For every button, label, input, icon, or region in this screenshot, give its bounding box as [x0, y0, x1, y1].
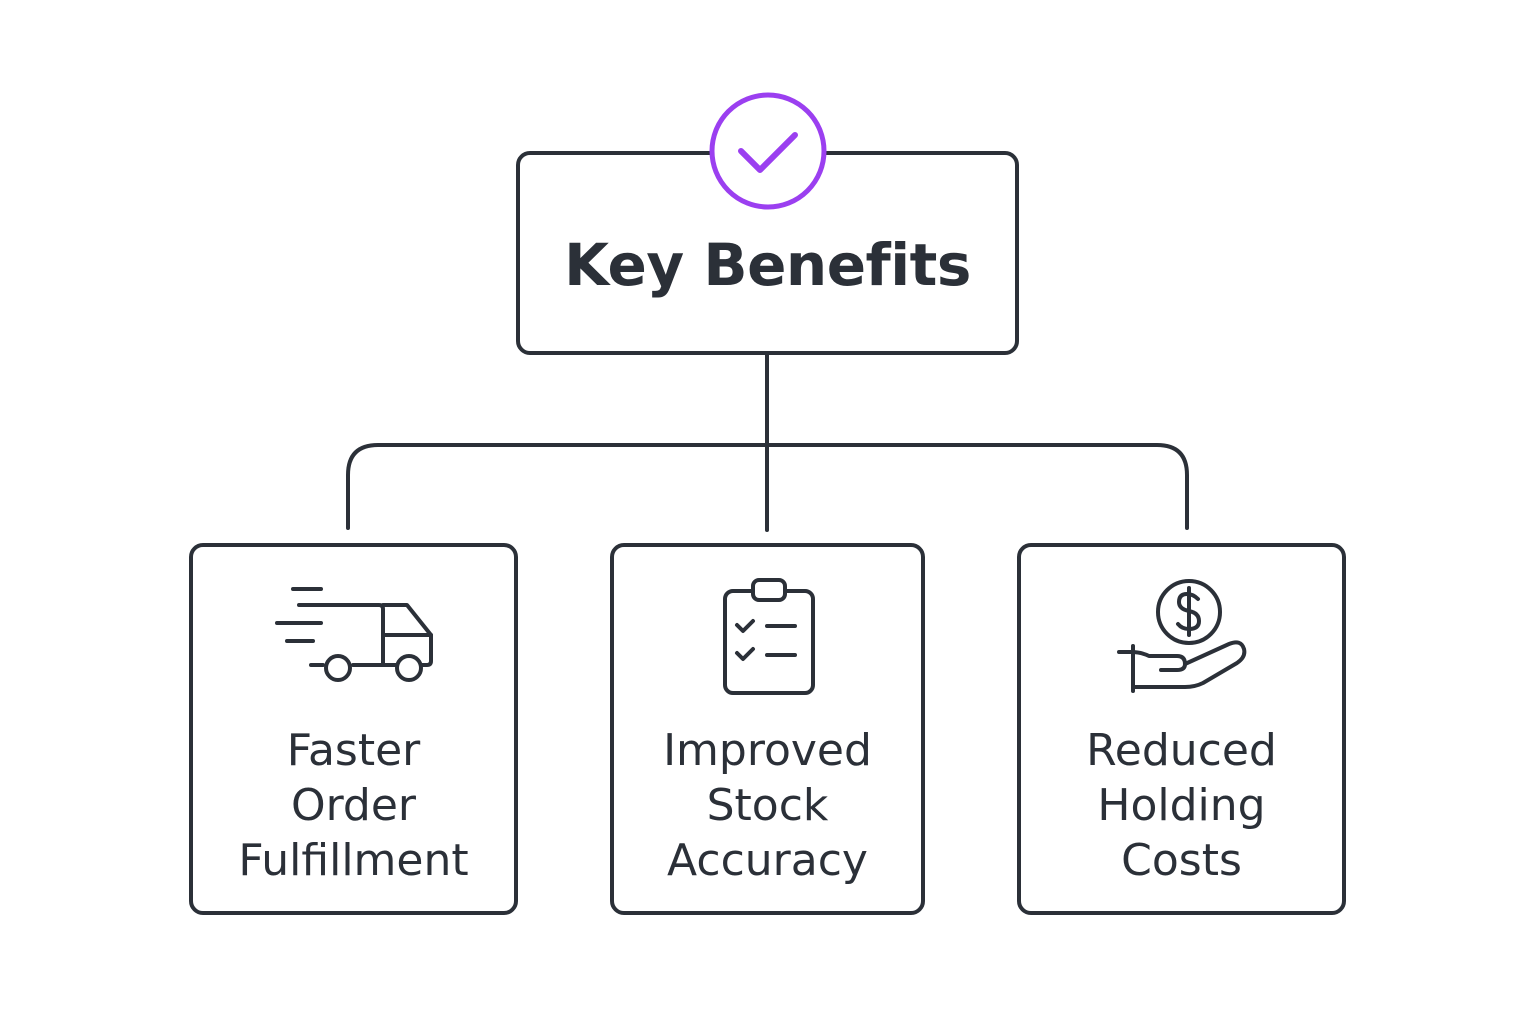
- benefit-label: Improved Stock Accuracy: [614, 723, 921, 888]
- hand-dollar-coin-icon: [1117, 579, 1247, 693]
- benefit-label-line: Faster: [286, 725, 421, 776]
- benefit-label: Faster Order Fulfillment: [193, 723, 514, 888]
- benefit-label: Reduced Holding Costs: [1021, 723, 1342, 888]
- benefit-card-holding-costs: Reduced Holding Costs: [1017, 543, 1346, 915]
- branch-connector: [346, 443, 1189, 530]
- benefit-card-accuracy: Improved Stock Accuracy: [610, 543, 925, 915]
- root-title: Key Benefits: [564, 231, 971, 299]
- benefit-label-line: Stock: [706, 780, 829, 831]
- benefit-label-line: Order: [290, 780, 417, 831]
- check-circle-icon: [709, 92, 827, 210]
- benefit-label-line: Fulfillment: [238, 835, 469, 886]
- clipboard-checklist-icon: [723, 578, 815, 695]
- benefit-card-fulfillment: Faster Order Fulfillment: [189, 543, 518, 915]
- benefit-label-line: Holding: [1097, 780, 1266, 831]
- delivery-truck-icon: [275, 587, 433, 682]
- benefit-label-line: Reduced: [1086, 725, 1277, 776]
- benefit-label-line: Costs: [1121, 835, 1242, 886]
- benefit-label-line: Accuracy: [667, 835, 868, 886]
- benefit-label-line: Improved: [663, 725, 872, 776]
